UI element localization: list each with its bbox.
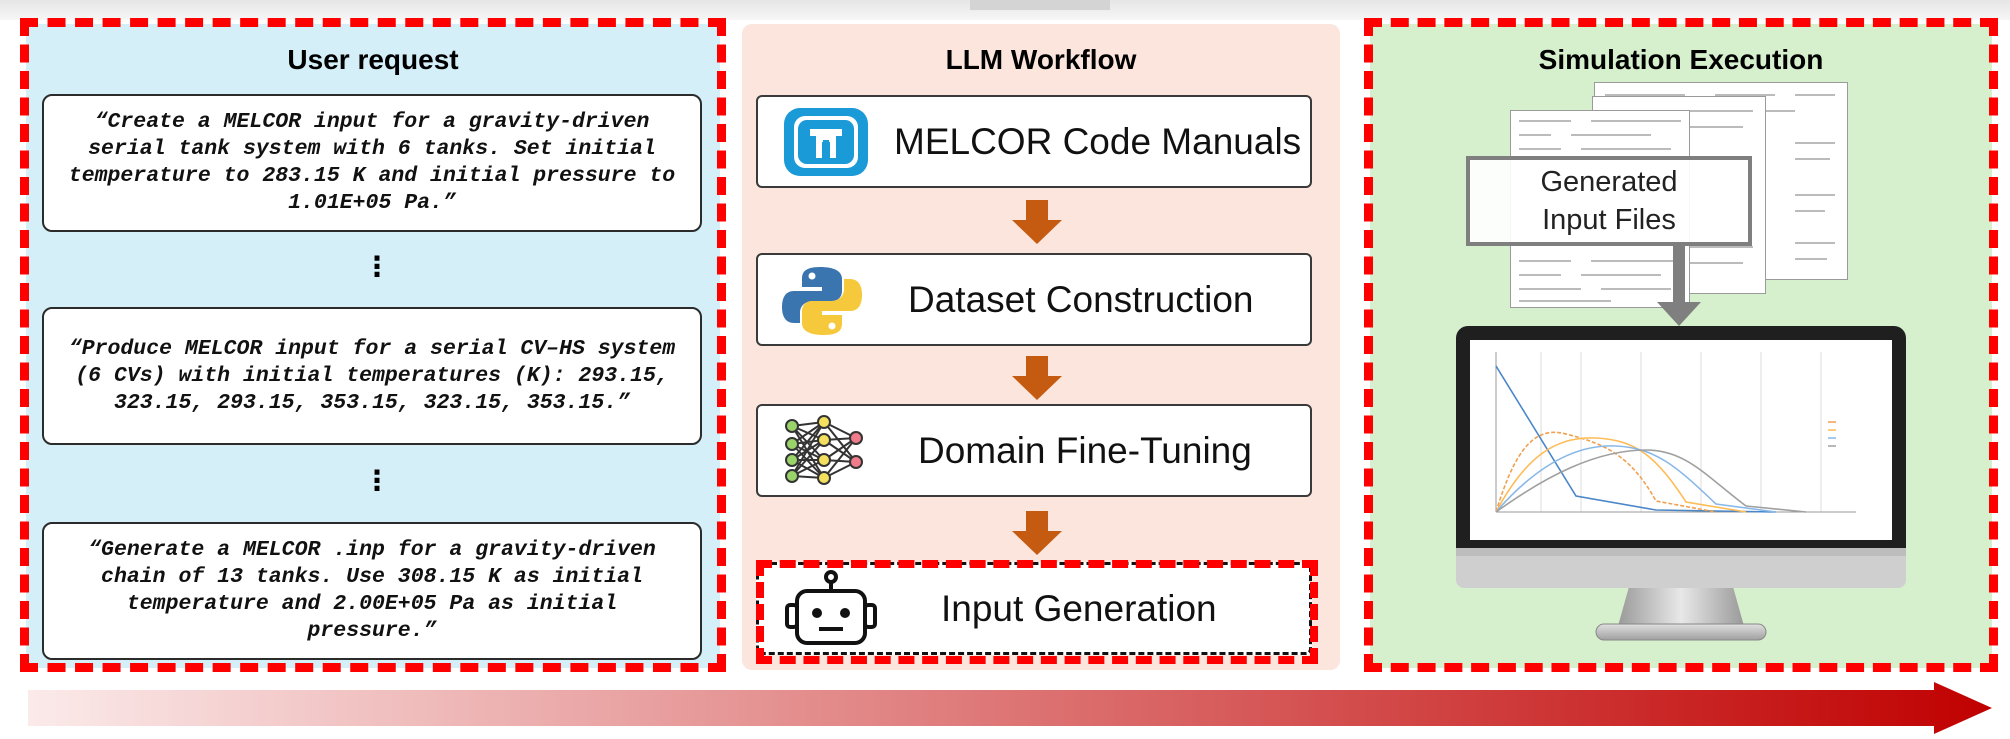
robot-icon (783, 569, 879, 654)
sandia-logo-icon (783, 107, 869, 182)
request-card-1: “Create a MELCOR input for a gravity-dri… (42, 94, 702, 232)
step-label-generation: Input Generation (941, 587, 1217, 629)
down-arrow-2 (1012, 356, 1062, 405)
generated-input-files-label: Generated Input Files (1466, 156, 1752, 246)
down-arrow-to-monitor (1657, 246, 1701, 331)
generated-label-line2: Input Files (1542, 204, 1676, 236)
computer-monitor-icon (1456, 326, 1906, 661)
python-logo-icon (780, 265, 864, 342)
workflow-step-finetuning: Domain Fine-Tuning (756, 404, 1312, 497)
request-card-3: “Generate a MELCOR .inp for a gravity-dr… (42, 522, 702, 660)
workflow-step-manuals: MELCOR Code Manuals (756, 95, 1312, 188)
neural-network-icon (782, 414, 866, 493)
request-card-2: “Produce MELCOR input for a serial CV–HS… (42, 307, 702, 445)
llm-workflow-title: LLM Workflow (945, 44, 1137, 75)
down-arrow-3 (1012, 511, 1062, 560)
generated-label-line1: Generated (1540, 166, 1678, 198)
user-request-title: User request (287, 44, 459, 75)
step-label-manuals: MELCOR Code Manuals (894, 120, 1302, 162)
progress-gradient-arrow (28, 682, 1996, 739)
request-text-3: “Generate a MELCOR .inp for a gravity-dr… (88, 538, 656, 643)
request-text-2: “Produce MELCOR input for a serial CV–HS… (68, 336, 676, 415)
ellipsis-1: ⋮ (363, 251, 391, 282)
step-label-dataset: Dataset Construction (908, 278, 1254, 320)
down-arrow-1 (1012, 200, 1062, 249)
workflow-step-dataset: Dataset Construction (756, 253, 1312, 346)
ellipsis-2: ⋮ (363, 465, 391, 496)
simulation-title: Simulation Execution (1538, 44, 1824, 75)
top-strip (0, 0, 2010, 20)
step-label-finetuning: Domain Fine-Tuning (918, 429, 1252, 471)
request-text-1: “Create a MELCOR input for a gravity-dri… (68, 110, 676, 215)
top-strip-tab (970, 0, 1110, 10)
workflow-step-generation: Input Generation (756, 562, 1312, 655)
